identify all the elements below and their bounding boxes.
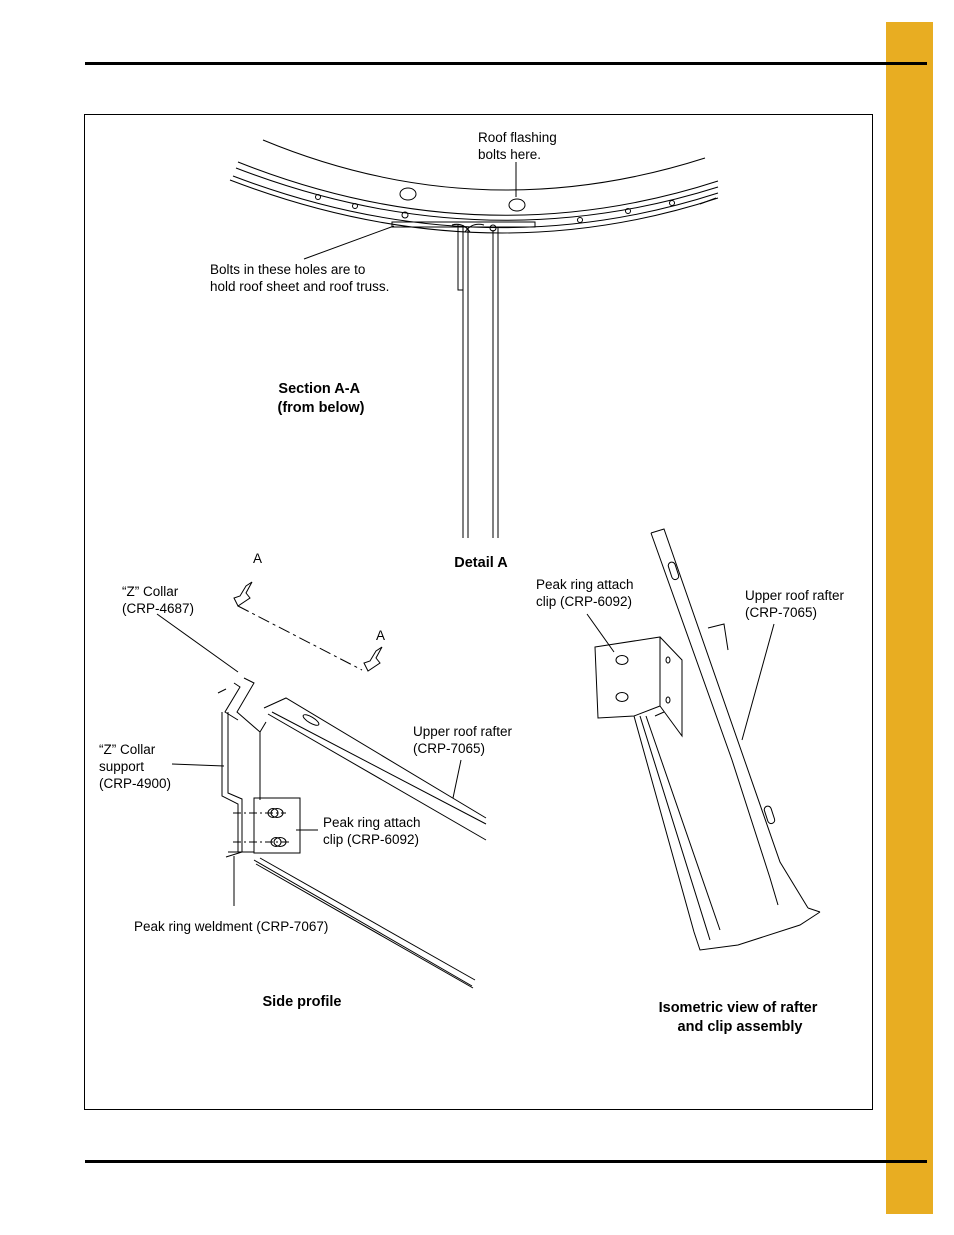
section-mark-a2: A bbox=[376, 628, 385, 643]
clip-iso-leader bbox=[586, 613, 615, 653]
section-arrows bbox=[233, 581, 383, 672]
header-rule bbox=[85, 62, 927, 65]
roof-flashing-label: Roof flashing bolts here. bbox=[478, 130, 561, 162]
upper-rafter-iso-leader bbox=[741, 623, 775, 741]
z-collar-support-label: “Z” Collar support (CRP-4900) bbox=[99, 742, 171, 791]
chapter-side-tab bbox=[886, 22, 933, 1214]
upper-rafter-side-label: Upper roof rafter (CRP-7065) bbox=[413, 724, 516, 756]
detail-caption: Detail A bbox=[454, 555, 508, 571]
figure-frame bbox=[84, 114, 873, 1110]
side-profile-caption: Side profile bbox=[263, 994, 342, 1010]
isometric-rafter bbox=[594, 528, 821, 951]
isometric-caption: Isometric view of rafter and clip assemb… bbox=[659, 1000, 822, 1035]
footer-rule bbox=[85, 1160, 927, 1163]
upper-rafter-side-leader bbox=[452, 759, 462, 799]
clip-side-label: Peak ring attach clip (CRP-6092) bbox=[323, 815, 424, 847]
z-collar-support-leader bbox=[171, 763, 225, 767]
section-mark-a1: A bbox=[253, 551, 262, 566]
upper-rafter-iso-label: Upper roof rafter (CRP-7065) bbox=[745, 588, 848, 620]
z-collar-label: “Z” Collar (CRP-4687) bbox=[122, 584, 194, 616]
side-profile bbox=[217, 677, 487, 989]
peak-ring-weldment-label: Peak ring weldment (CRP-7067) bbox=[134, 919, 328, 934]
bolts-holes-leader bbox=[303, 225, 395, 260]
bolts-holes-label: Bolts in these holes are to hold roof sh… bbox=[210, 262, 389, 294]
clip-iso-label: Peak ring attach clip (CRP-6092) bbox=[536, 577, 637, 609]
peak-ring-section bbox=[229, 139, 719, 538]
z-collar-leader bbox=[156, 613, 239, 673]
section-caption: Section A-A (from below) bbox=[278, 381, 365, 416]
